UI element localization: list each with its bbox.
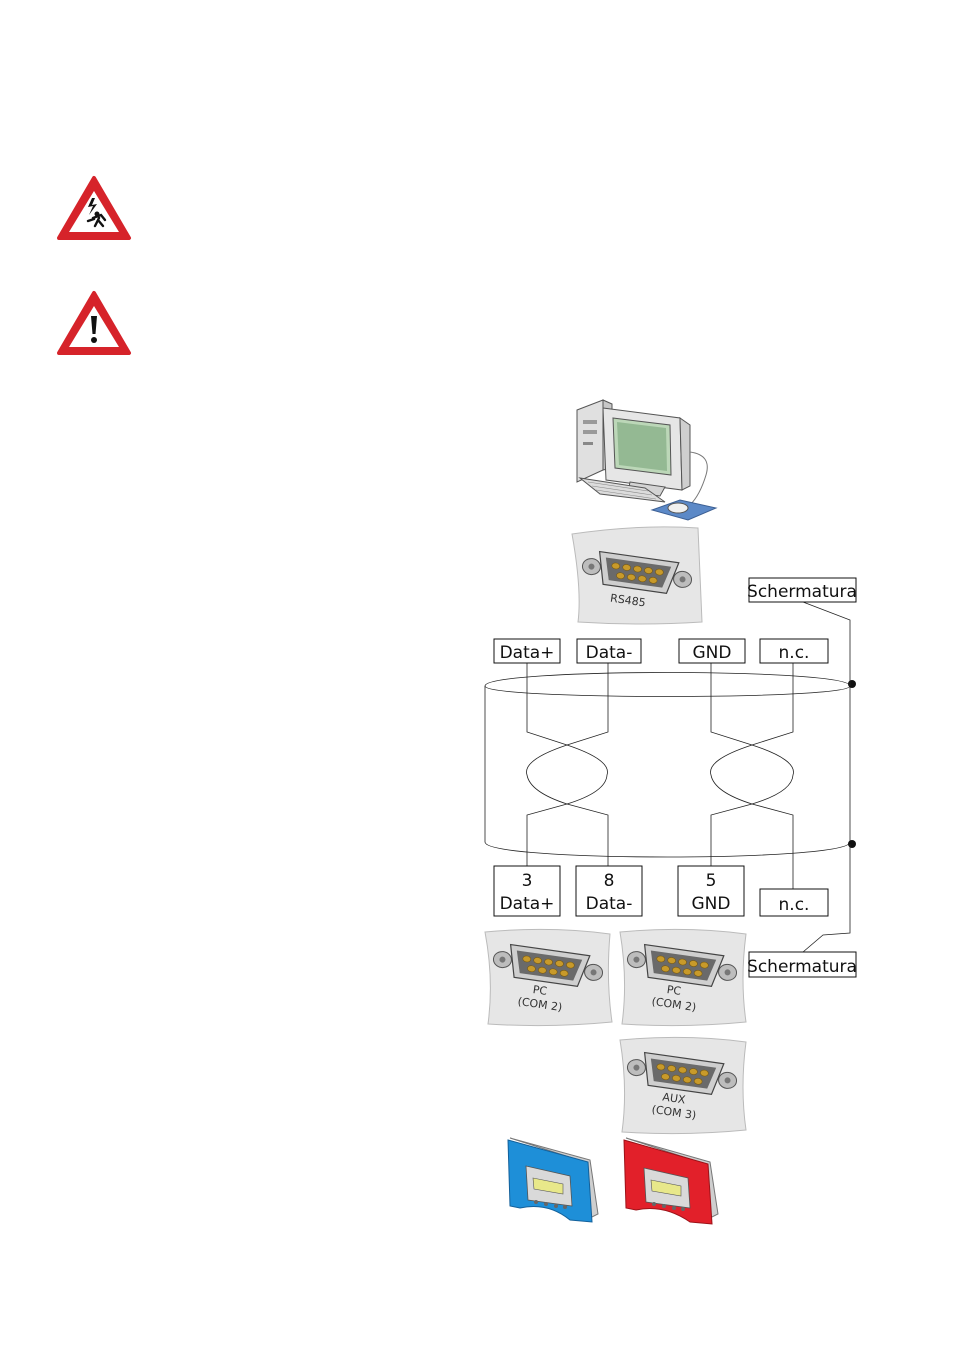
svg-text:Data+: Data+ <box>500 643 555 663</box>
shield-wire-bottom <box>802 844 851 953</box>
twisted-pair-gnd <box>710 663 794 889</box>
shield-bottom-junction <box>848 840 856 848</box>
svg-text:(COM 3): (COM 3) <box>651 1103 697 1122</box>
svg-text:GND: GND <box>692 894 731 914</box>
svg-text:n.c.: n.c. <box>779 643 810 663</box>
svg-text:(COM 2): (COM 2) <box>651 995 697 1014</box>
caution-warning-icon <box>57 291 131 355</box>
svg-text:GND: GND <box>693 643 732 663</box>
shielded-cable <box>484 672 856 858</box>
blue-controller-device-icon <box>507 1137 599 1223</box>
svg-text:Data-: Data- <box>586 643 633 663</box>
svg-text:PC: PC <box>532 983 548 998</box>
top-terminal-data-minus: Data- <box>576 638 642 664</box>
svg-text:Schermatura: Schermatura <box>747 957 857 977</box>
bottom-terminal-gnd: 5 GND <box>677 865 745 917</box>
pc-com2-connector-1: PC (COM 2) <box>484 928 613 1027</box>
top-terminal-gnd: GND <box>678 638 746 664</box>
electric-hazard-warning-icon <box>57 176 131 240</box>
top-terminal-data-plus: Data+ <box>493 638 561 664</box>
svg-text:3: 3 <box>522 871 533 891</box>
rs485-connector: RS485 <box>571 526 703 625</box>
svg-text:PC: PC <box>666 983 682 998</box>
desktop-computer-icon <box>576 399 718 521</box>
svg-text:(COM 2): (COM 2) <box>517 995 563 1014</box>
shield-label-bottom: Schermatura <box>747 951 857 978</box>
aux-com3-connector: AUX (COM 3) <box>619 1036 747 1135</box>
bottom-terminal-nc: n.c. <box>759 888 829 917</box>
svg-text:Data+: Data+ <box>500 894 555 914</box>
svg-text:AUX: AUX <box>662 1090 687 1106</box>
svg-text:5: 5 <box>706 871 717 891</box>
svg-text:8: 8 <box>604 871 615 891</box>
red-controller-device-icon <box>623 1137 719 1225</box>
svg-text:Schermatura: Schermatura <box>747 582 857 602</box>
bottom-terminal-data-plus: 3 Data+ <box>493 865 561 917</box>
svg-text:n.c.: n.c. <box>779 895 810 915</box>
top-terminal-nc: n.c. <box>759 638 829 664</box>
svg-text:Data-: Data- <box>586 894 633 914</box>
bottom-terminal-data-minus: 8 Data- <box>575 865 643 917</box>
rs485-label: RS485 <box>609 592 646 610</box>
pc-com2-connector-2: PC (COM 2) <box>619 928 747 1027</box>
shield-label-top: Schermatura <box>747 577 857 603</box>
twisted-pair-data <box>526 663 609 866</box>
shield-wire-top <box>802 601 851 686</box>
shield-top-junction <box>848 680 856 688</box>
